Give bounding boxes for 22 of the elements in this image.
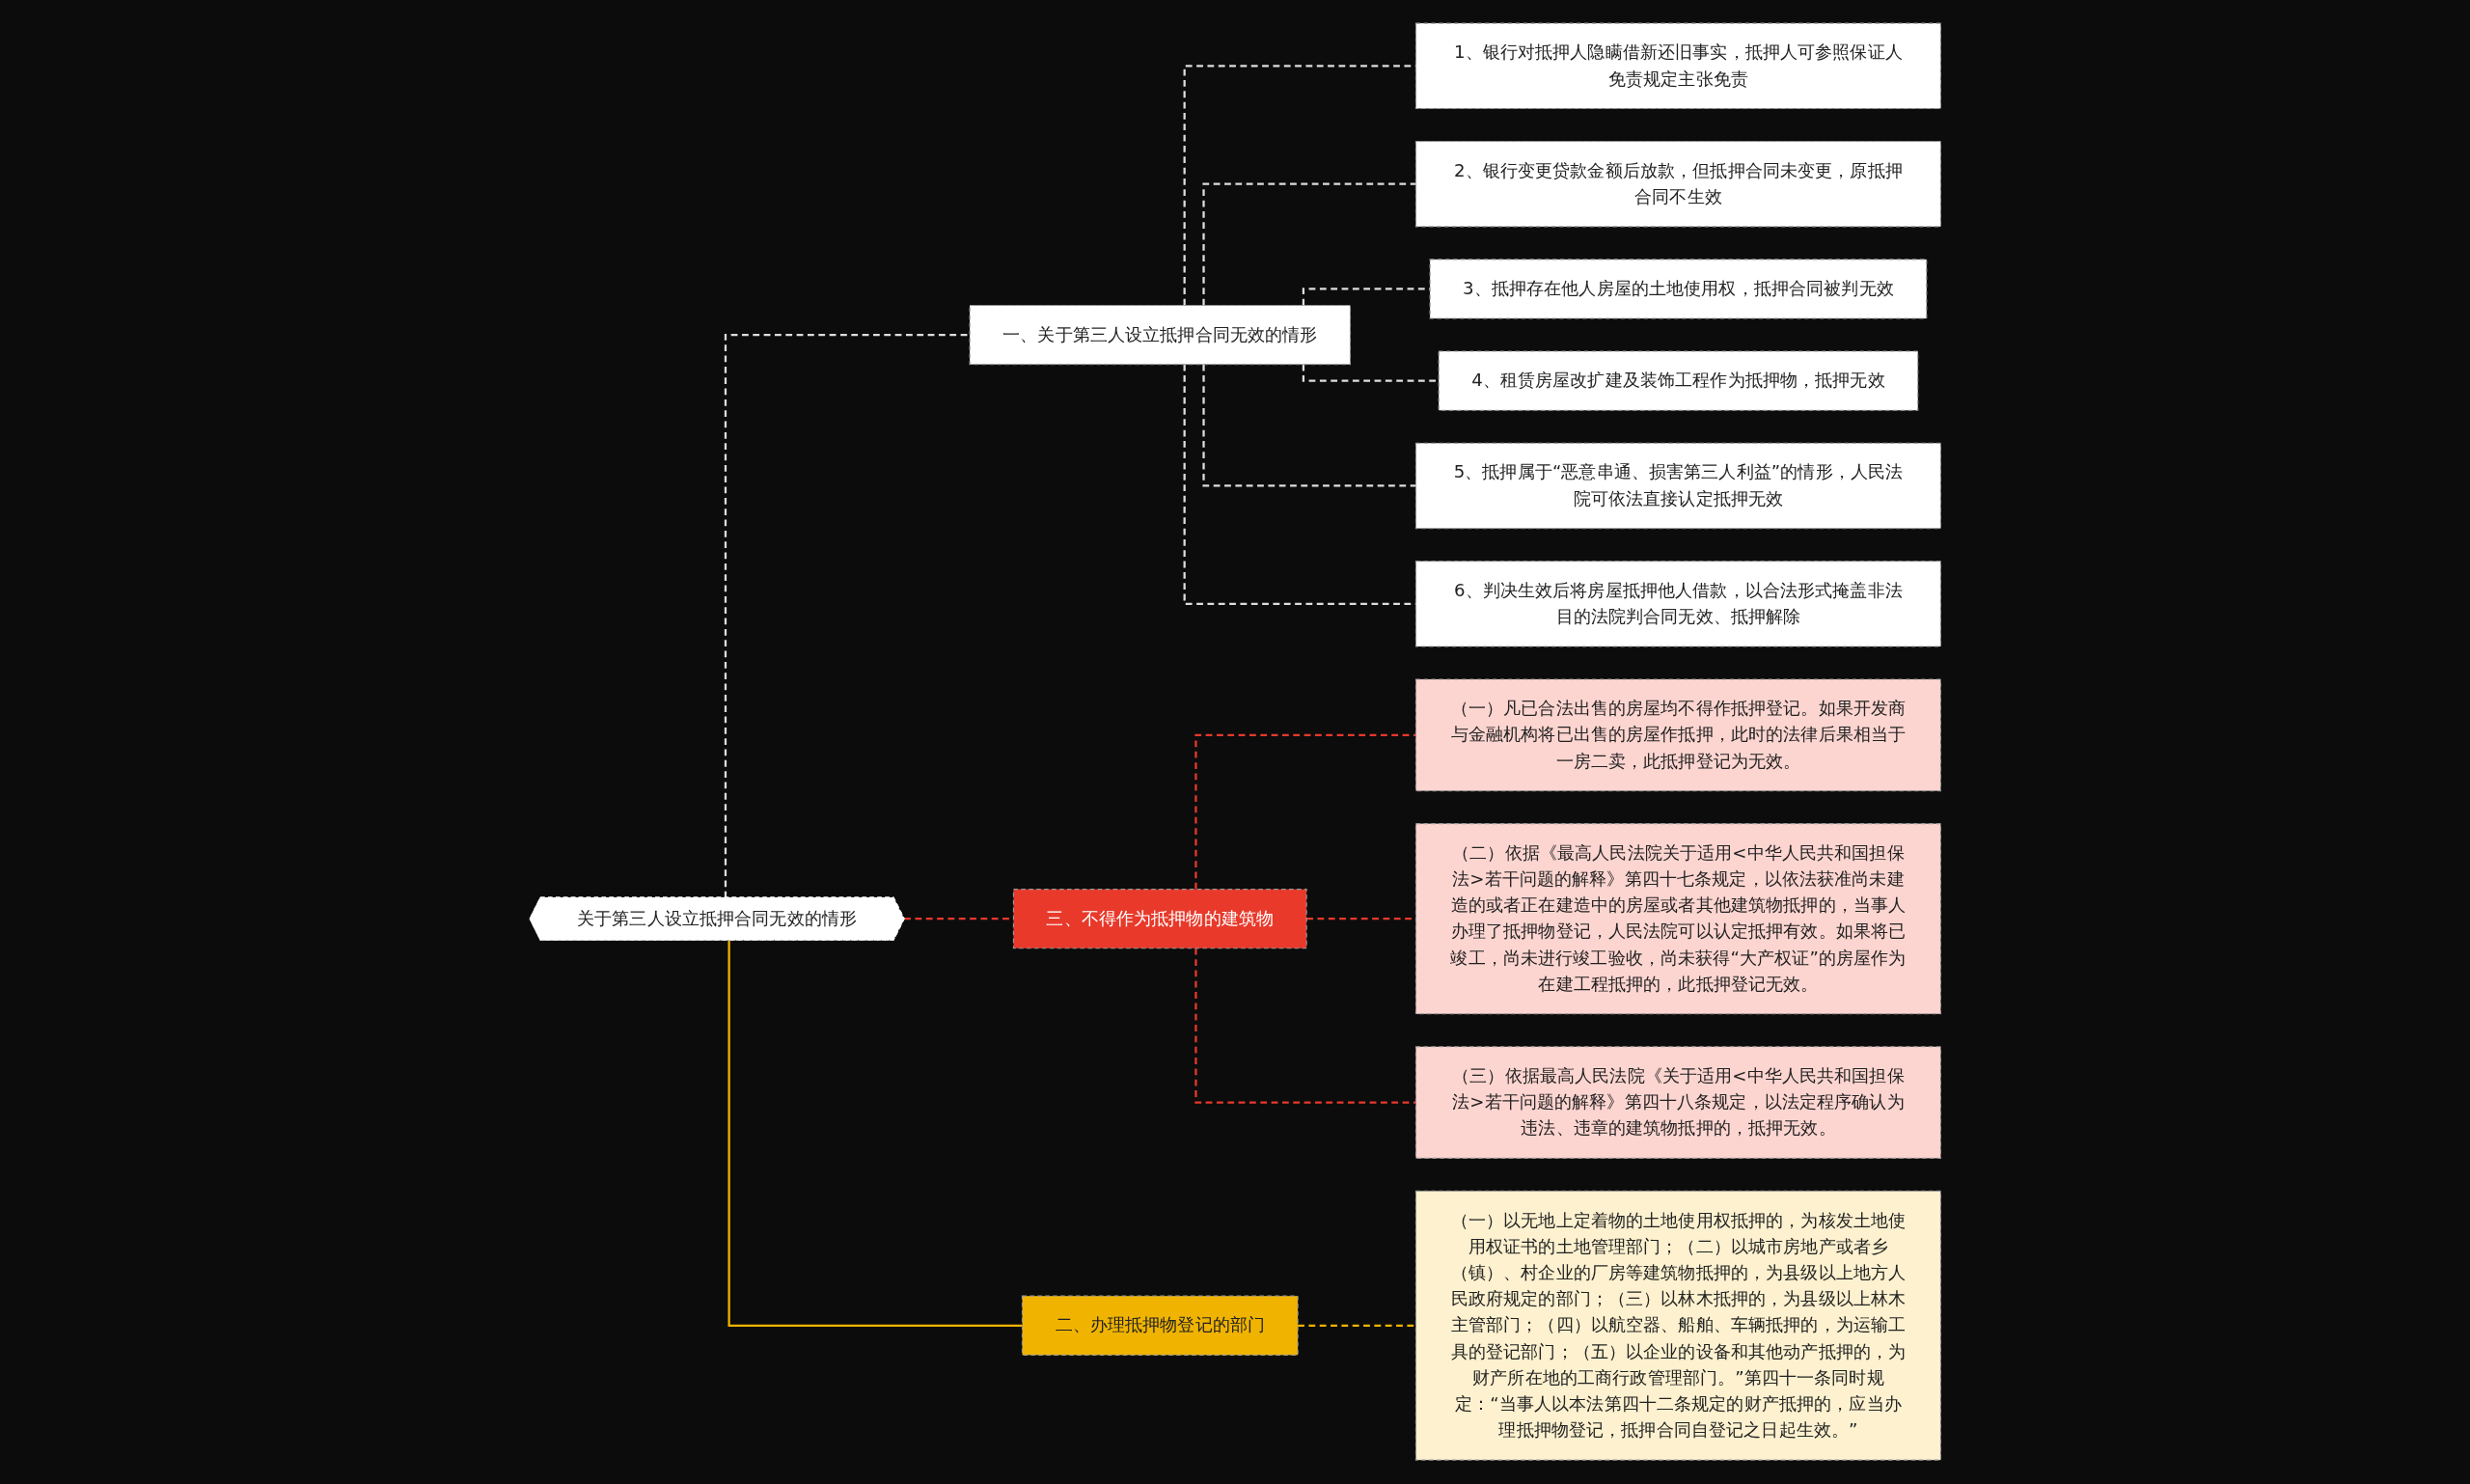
node-box: 二、办理抵押物登记的部门 [1021, 1296, 1299, 1357]
connector [1194, 734, 1416, 890]
connector [724, 334, 970, 899]
connector [1202, 365, 1416, 487]
connector [727, 941, 1023, 1328]
node-box: 一、关于第三人设立抵押合同无效的情形 [969, 305, 1351, 366]
connector [1183, 65, 1416, 306]
node-box: 三、不得作为抵押物的建筑物 [1012, 889, 1307, 949]
connector [1302, 365, 1439, 383]
node-box: （一）凡已合法出售的房屋均不得作抵押登记。如果开发商与金融机构将已出售的房屋作抵押，此时的法律后果相当于一房二卖，此抵押登记为无效。 [1414, 678, 1941, 792]
node-box: 6、判决生效后将房屋抵押他人借款，以合法形式掩盖非法目的法院判合同无效、抵押解除 [1414, 561, 1941, 647]
node-box: （三）依据最高人民法院《关于适用<中华人民共和国担保法>若干问题的解释》第四十八条规定，以法定程序确认为违法、违章的建筑物抵押的，抵押无效。 [1414, 1046, 1941, 1160]
node-box: 1、银行对抵押人隐瞒借新还旧事实，抵押人可参照保证人免责规定主张免责 [1414, 22, 1941, 110]
node-box: 4、租赁房屋改扩建及装饰工程作为抵押物，抵押无效 [1438, 350, 1919, 412]
connector [1202, 182, 1416, 306]
node-box: （一）以无地上定着物的土地使用权抵押的，为核发土地使用权证书的土地管理部门；（二）以城市房地产或者乡（镇）、村企业的厂房等建筑物抵押的，为县级以上地方人民政府规定的部门；（三）以林木抵押的，为县级以上林木主管部门；（四）以航空器、船舶、车辆抵押的，为运输工具的登记部门；（五）以企业的设备和其他动产抵押的，为财产所在地的工商行政管理部门。”第四十一条同时规定：“当事人以本法第四十二条规定的财产抵押的，应当办理抵押物登记，抵押合同自登记之日起生效。” [1414, 1191, 1941, 1462]
node-box: 2、银行变更贷款金额后放款，但抵押合同未变更，原抵押合同不生效 [1414, 141, 1941, 228]
connector [1194, 948, 1416, 1105]
node-box: 3、抵押存在他人房屋的土地使用权，抵押合同被判无效 [1429, 259, 1928, 319]
connector [1183, 365, 1416, 606]
node-box: （二）依据《最高人民法院关于适用<中华人民共和国担保法>若干问题的解释》第四十七条规定，以依法获准尚未建造的或者正在建造中的房屋或者其他建筑物抵押的，当事人办理了抵押物登记，人民法院可以认定抵押有效。如果将已竣工，尚未进行竣工验收，尚未获得“大产权证”的房屋作为在建工程抵押的，此抵押登记无效。 [1414, 823, 1941, 1015]
node-box: 5、抵押属于“恶意串通、损害第三人利益”的情形，人民法院可依法直接认定抵押无效 [1414, 443, 1941, 530]
